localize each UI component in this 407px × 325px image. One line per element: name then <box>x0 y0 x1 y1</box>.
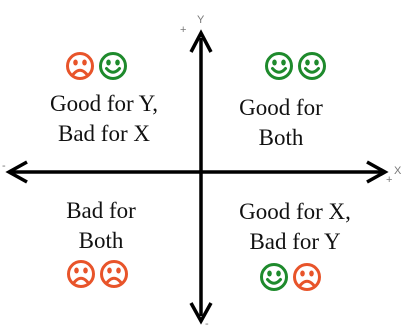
bottom-right-label-line2: Bad for Y <box>249 229 341 254</box>
frowning-face-icon <box>66 52 94 80</box>
bottom-left-label-line2: Both <box>78 228 124 253</box>
y-axis-label: Y <box>197 14 205 26</box>
x-axis-left-arrowhead <box>5 160 28 184</box>
y-axis-down-arrowhead <box>189 302 213 325</box>
top-left-label: Good for Y, Bad for X <box>14 89 194 149</box>
bottom-right-label: Good for X, Bad for Y <box>210 197 380 257</box>
y-axis-up-arrowhead <box>189 29 213 53</box>
y-axis-minus-sign: - <box>205 318 209 325</box>
top-right-label-line2: Both <box>258 125 304 150</box>
x-axis-plus-sign: + <box>386 174 393 186</box>
top-right-label: Good for Both <box>206 93 356 153</box>
top-left-label-line1: Good for Y, <box>50 91 158 116</box>
x-axis-label: X <box>394 165 402 177</box>
bottom-left-label-line1: Bad for <box>66 198 136 223</box>
smiley-face-icon <box>260 263 288 291</box>
smiley-face-icon <box>298 52 326 80</box>
top-left-faces <box>65 51 128 81</box>
x-axis-minus-sign: - <box>2 160 6 172</box>
bottom-left-label: Bad for Both <box>26 196 176 256</box>
frowning-face-icon <box>293 263 321 291</box>
top-right-faces <box>264 51 327 81</box>
bottom-right-faces <box>259 262 322 292</box>
top-left-label-line2: Bad for X <box>58 121 150 146</box>
bottom-right-label-line1: Good for X, <box>239 199 351 224</box>
frowning-face-icon <box>100 260 128 288</box>
top-right-label-line1: Good for <box>239 95 323 120</box>
bottom-left-faces <box>66 259 129 289</box>
smiley-face-icon <box>99 52 127 80</box>
smiley-face-icon <box>265 52 293 80</box>
x-axis-right-arrowhead <box>366 160 389 184</box>
frowning-face-icon <box>67 260 95 288</box>
y-axis-plus-sign: + <box>180 24 187 36</box>
